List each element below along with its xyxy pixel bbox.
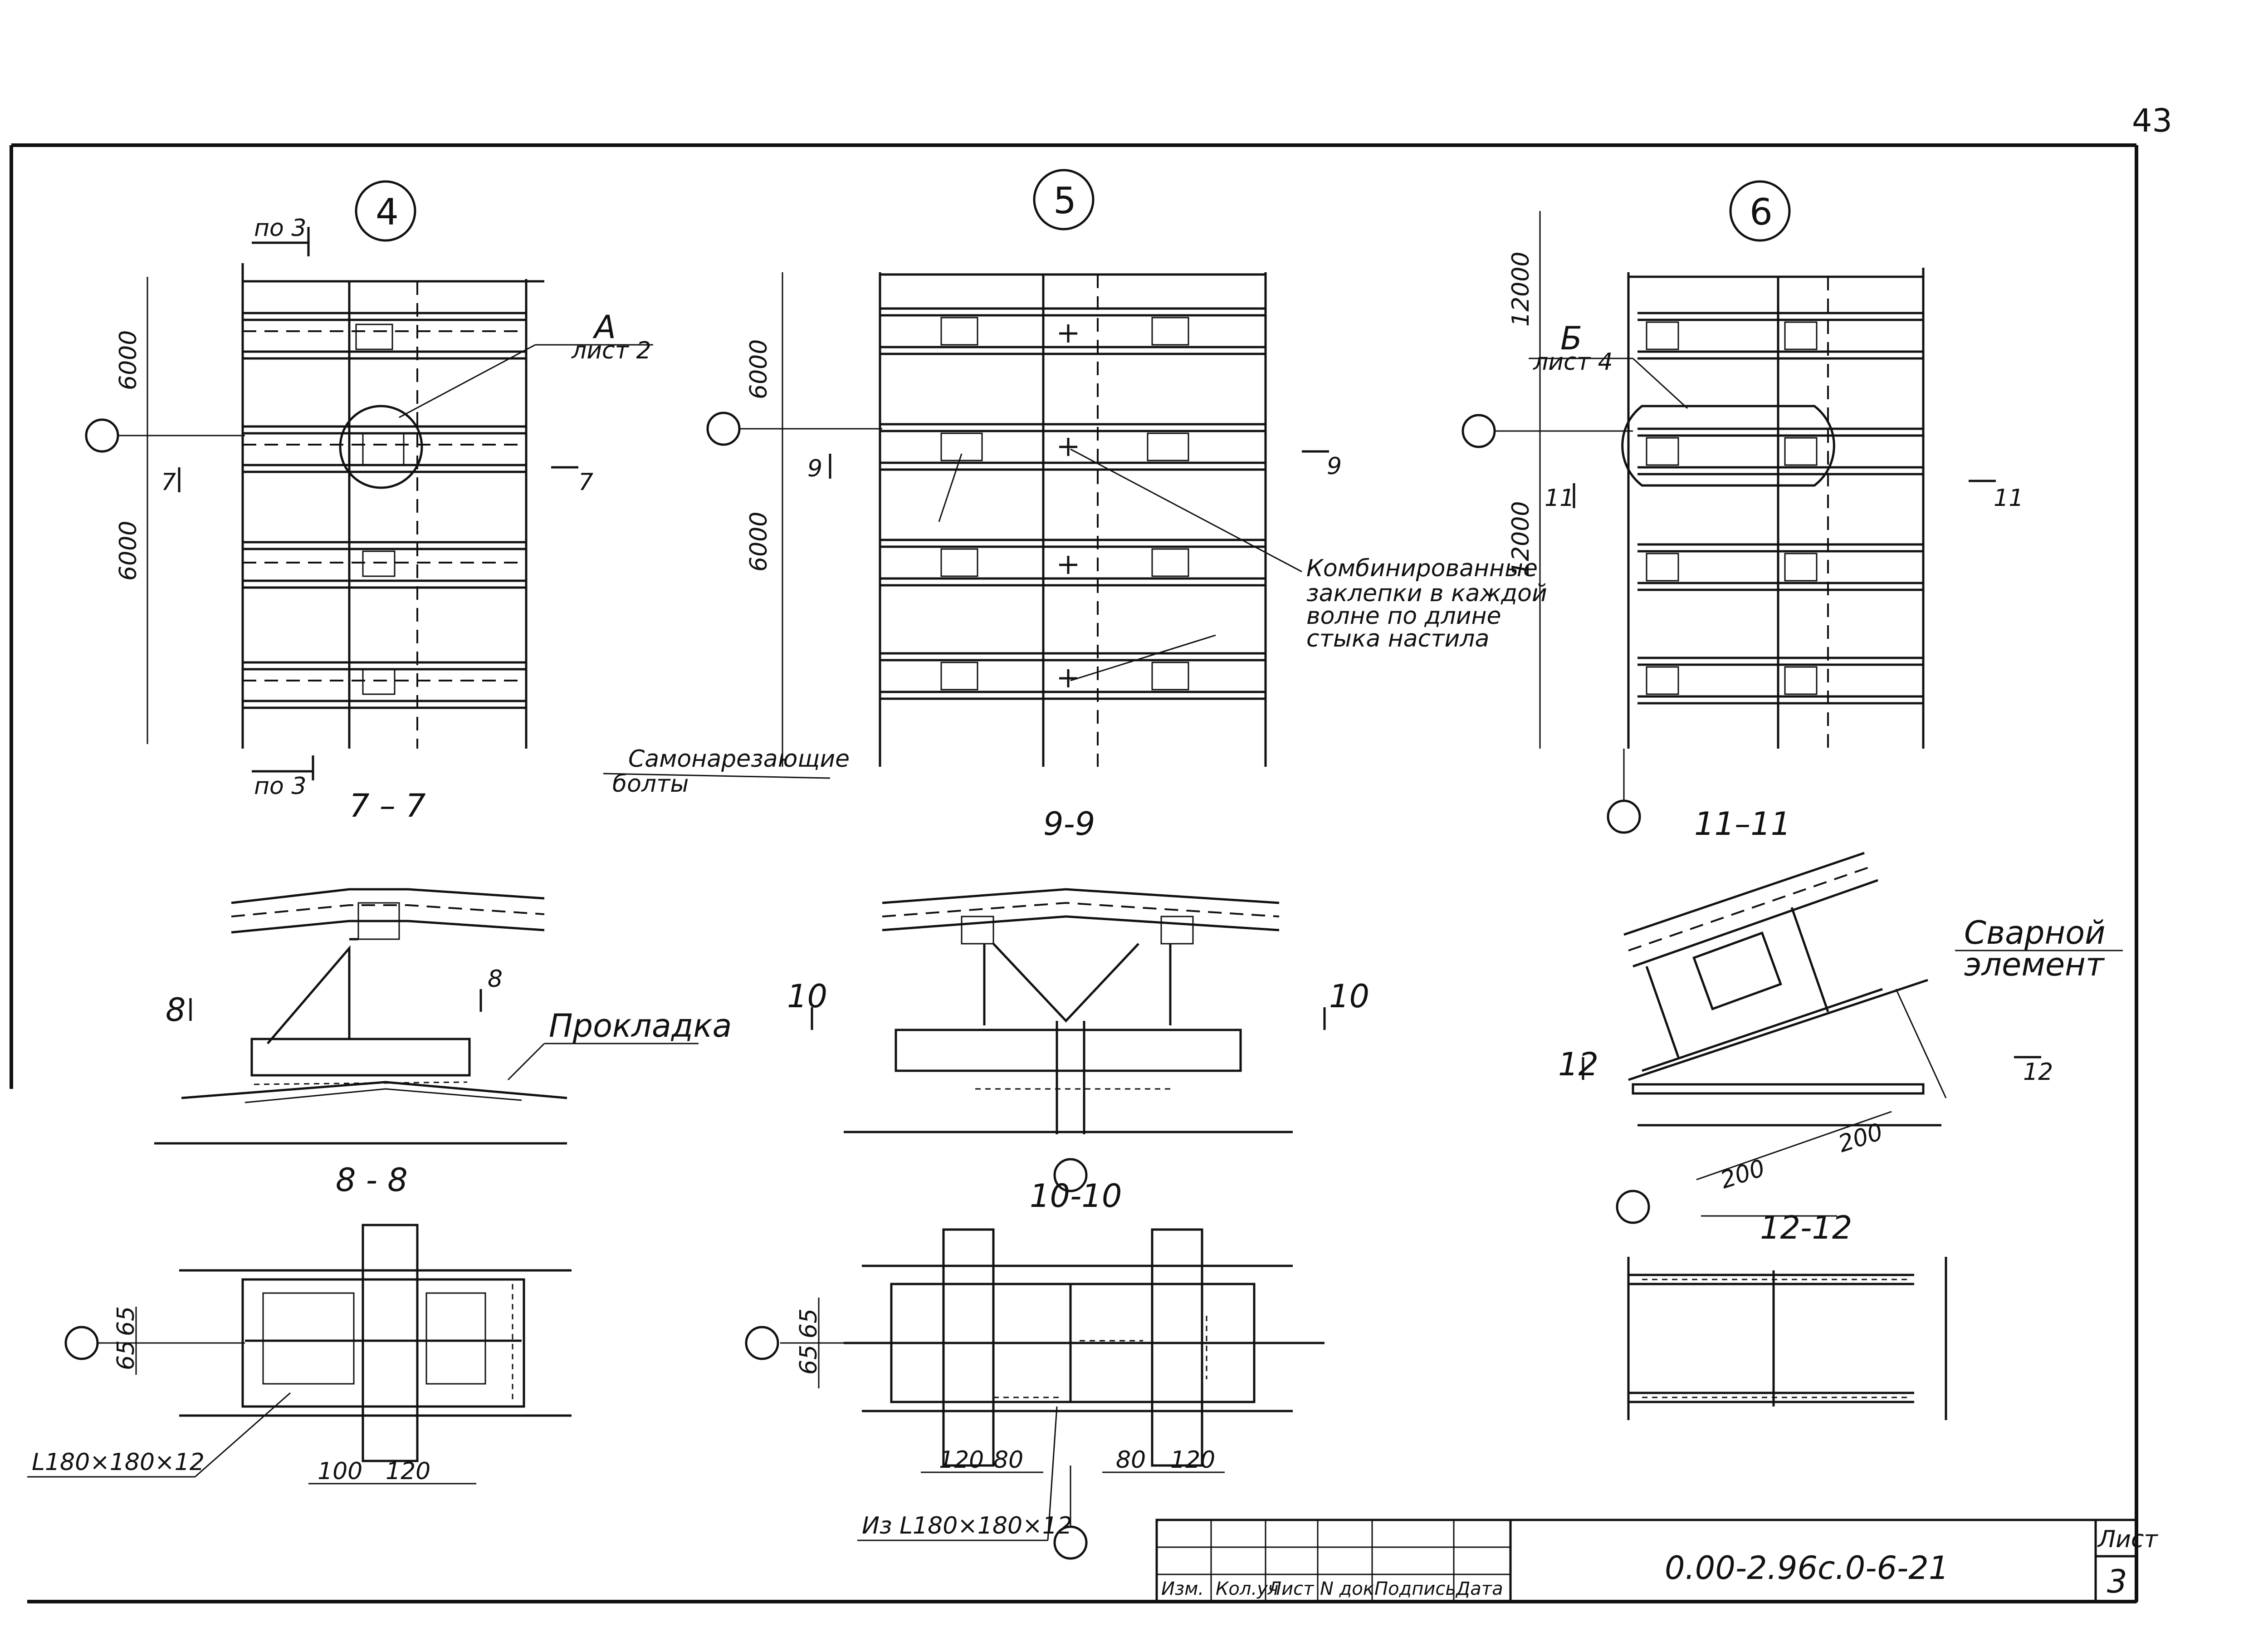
section-8-8-title: 8 - 8 <box>336 1162 408 1199</box>
section-11-11: 11–11 12 12 200 200 Сварной элемент <box>1558 805 2123 1224</box>
section-11-11-title: 11–11 <box>1694 805 1791 843</box>
sheet-number: 3 <box>2107 1563 2127 1600</box>
section-mark-9-right: 9 <box>1327 453 1342 480</box>
section-8-8: 8 - 8 65 65 100 120 L180×180×12 <box>27 1162 572 1485</box>
document-code: 0.00-2.96с.0-6-21 <box>1665 1549 1949 1587</box>
section-mark-11-right: 11 <box>1994 485 2024 512</box>
axis-marker <box>64 1326 99 1360</box>
dim-120-b: 120 <box>1170 1446 1215 1474</box>
sheet-label: Лист <box>2097 1526 2158 1553</box>
section-mark-7-left: 7 <box>161 469 176 496</box>
dim-80-a: 80 <box>993 1446 1023 1474</box>
callout-sheet-a: лист 2 <box>571 337 651 364</box>
section-12-12: 12-12 <box>1627 1209 1947 1420</box>
dim-65-lower: 65 <box>112 1340 140 1370</box>
pos-label-top: по 3 <box>254 215 306 242</box>
section-7-7-title: 7 – 7 <box>349 787 426 824</box>
angle-profile: L180×180×12 <box>32 1449 205 1476</box>
dim-12000-top: 12000 <box>1507 252 1535 327</box>
detail-4-plan: 4 по 3 <box>85 180 653 800</box>
detail-6-plan: 6 <box>1461 180 2024 834</box>
axis-marker <box>1461 414 1496 448</box>
section-9-9-title: 9-9 <box>1043 805 1095 843</box>
col-date: Дата <box>1455 1578 1503 1599</box>
rivet-note-line1: Комбинированные <box>1306 555 1538 582</box>
section-10-10-title: 10-10 <box>1030 1177 1122 1215</box>
callout-letter-a: А <box>592 309 616 346</box>
bolts-note-line1: Самонарезающие <box>628 745 850 773</box>
dim-6000-bottom: 6000 <box>745 512 772 572</box>
section-mark-8-left: 8 <box>166 991 186 1029</box>
dim-6000-bottom: 6000 <box>115 521 142 581</box>
gasket-label: Прокладка <box>549 1007 732 1044</box>
detail-4-mark: 4 <box>376 191 399 233</box>
title-block: Изм. Кол.уч Лист N док. Подпись Дата 0.0… <box>1155 1519 2158 1603</box>
welded-element-line1: Сварной <box>1964 914 2106 951</box>
section-mark-10-left: 10 <box>787 978 827 1015</box>
axis-marker <box>745 1326 779 1360</box>
welded-element-line2: элемент <box>1964 946 2105 983</box>
dim-65-upper: 65 <box>112 1306 140 1336</box>
col-doc-number: N док. <box>1320 1578 1380 1599</box>
pos-label-bottom: по 3 <box>254 773 306 800</box>
detail-mark-circle <box>1729 180 1791 242</box>
axis-marker <box>1616 1190 1650 1224</box>
section-mark-9-left: 9 <box>807 455 822 482</box>
dim-120-a: 120 <box>939 1446 984 1474</box>
col-sheet: Лист <box>1267 1578 1315 1599</box>
section-mark-11-left: 11 <box>1545 485 1574 512</box>
fastener-marks <box>355 323 405 695</box>
rivet-note-line3: волне по длине <box>1306 603 1501 630</box>
dim-200-lower: 200 <box>1717 1155 1768 1195</box>
col-revision: Изм. <box>1161 1578 1204 1599</box>
detail-5-plan: 5 <box>706 169 1547 767</box>
callout-circle-a <box>339 405 423 489</box>
page-number: 43 <box>2132 102 2172 139</box>
dim-65-lower: 65 <box>795 1345 822 1375</box>
dim-80-b: 80 <box>1116 1446 1146 1474</box>
dim-12000-bottom: 12000 <box>1507 501 1535 576</box>
detail-5-mark: 5 <box>1053 180 1076 222</box>
rivet-note-line4: стыка настила <box>1306 625 1489 652</box>
section-12-12-title: 12-12 <box>1760 1209 1852 1246</box>
dim-65-upper: 65 <box>795 1309 822 1338</box>
dim-6000-top: 6000 <box>745 339 772 399</box>
dim-120-left: 120 <box>386 1458 430 1485</box>
section-7-7: 7 – 7 8 8 Прокладка <box>154 787 732 1145</box>
axis-marker <box>1053 1158 1088 1192</box>
section-mark-10-right: 10 <box>1329 978 1369 1015</box>
section-9-9: 9-9 10 10 <box>787 805 1369 1192</box>
detail-mark-circle <box>1033 169 1095 230</box>
angle-profile-from: Из L180×180×12 <box>862 1512 1072 1539</box>
section-10-10: 10-10 65 65 120 80 80 120 Из L180×180×12 <box>745 1177 1325 1560</box>
dim-100: 100 <box>318 1458 362 1485</box>
callout-sheet-b: лист 4 <box>1533 348 1613 376</box>
col-signature: Подпись <box>1374 1578 1456 1599</box>
rivet-note-line2: заклепки в каждой <box>1306 580 1547 607</box>
section-mark-7-right: 7 <box>578 469 593 496</box>
detail-mark-circle <box>355 180 416 242</box>
axis-marker <box>85 418 119 453</box>
dim-6000-top: 6000 <box>115 330 142 390</box>
bolts-note: Самонарезающие болты <box>603 745 850 798</box>
axis-marker-bottom <box>1607 799 1641 834</box>
axis-marker <box>706 412 741 446</box>
callout-letter-b: Б <box>1560 320 1582 357</box>
section-mark-12-right: 12 <box>2023 1059 2053 1086</box>
section-mark-8-right: 8 <box>488 965 503 993</box>
col-quantity: Кол.уч <box>1216 1578 1278 1599</box>
section-mark-12-left: 12 <box>1558 1046 1598 1083</box>
detail-6-mark: 6 <box>1750 191 1773 233</box>
